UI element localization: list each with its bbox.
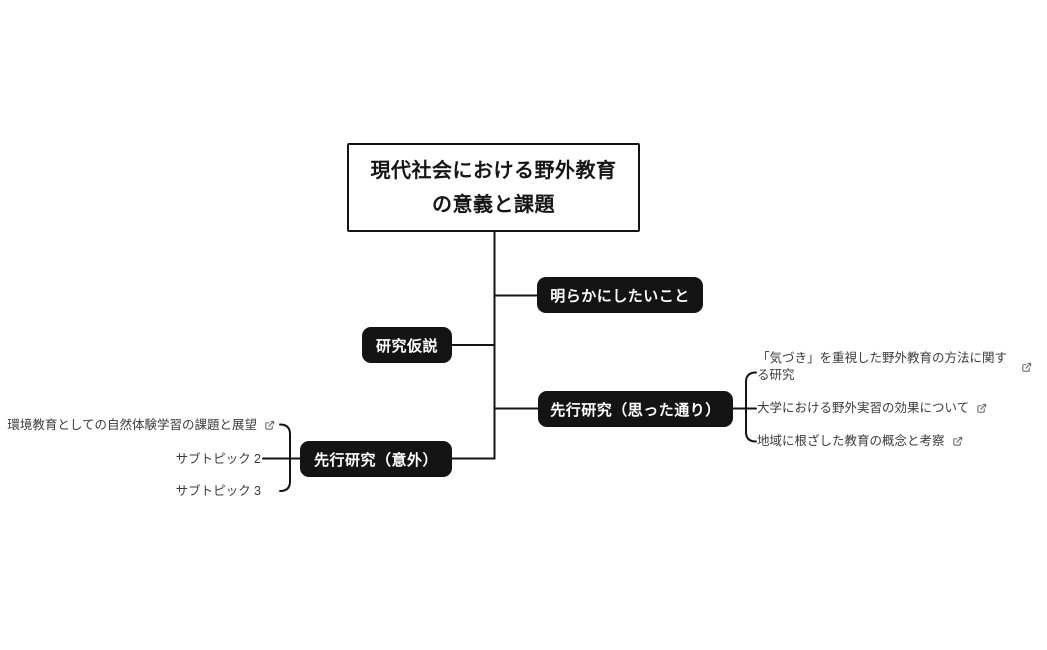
topic-node-hypothesis[interactable]: 研究仮説 bbox=[362, 327, 452, 363]
subtopic-placeholder-2[interactable]: サブトピック 2 bbox=[176, 451, 261, 468]
subtopic-label: サブトピック 3 bbox=[175, 484, 261, 498]
topic-node-prior-expected[interactable]: 先行研究（思った通り） bbox=[538, 391, 733, 427]
root-topic-node[interactable]: 現代社会における野外教育 の意義と課題 bbox=[347, 143, 640, 232]
topic-label: 明らかにしたいこと bbox=[550, 287, 690, 305]
root-topic-label-line1: 現代社会における野外教育 bbox=[370, 159, 617, 182]
prior-expected-bracket bbox=[745, 371, 757, 443]
root-topic-label-line2: の意義と課題 bbox=[432, 193, 555, 216]
subtopic-community-education[interactable]: 地域に根ざした教育の概念と考察 bbox=[757, 433, 963, 450]
topic-label: 研究仮説 bbox=[375, 337, 438, 355]
external-link-icon[interactable] bbox=[264, 420, 275, 431]
subtopic-university-fieldwork[interactable]: 大学における野外実習の効果について bbox=[757, 400, 987, 417]
subtopic-kizuki-research[interactable]: 「気づき」を重視した野外教育の方法に関する研究 bbox=[757, 350, 1032, 384]
topic-node-prior-unexpected[interactable]: 先行研究（意外） bbox=[300, 441, 452, 477]
external-link-icon[interactable] bbox=[1021, 362, 1032, 373]
external-link-icon[interactable] bbox=[976, 403, 987, 414]
subtopic-environmental-education[interactable]: 環境教育としての自然体験学習の課題と展望 bbox=[7, 417, 275, 434]
subtopic-label: 「気づき」を重視した野外教育の方法に関する研究 bbox=[757, 351, 1008, 382]
trunk-line bbox=[451, 231, 496, 460]
prior-unexpected-bracket bbox=[279, 423, 291, 492]
external-link-icon[interactable] bbox=[952, 436, 963, 447]
subtopic-label: 地域に根ざした教育の概念と考察 bbox=[757, 434, 945, 448]
subtopic-label: サブトピック 2 bbox=[175, 452, 261, 466]
subtopic-placeholder-3[interactable]: サブトピック 3 bbox=[176, 483, 261, 500]
topic-node-clarify[interactable]: 明らかにしたいこと bbox=[537, 277, 703, 313]
subtopic-label: 大学における野外実習の効果について bbox=[757, 401, 970, 415]
topic-label: 先行研究（意外） bbox=[313, 451, 438, 469]
subtopic-label: 環境教育としての自然体験学習の課題と展望 bbox=[7, 418, 257, 432]
topic-label: 先行研究（思った通り） bbox=[550, 401, 721, 419]
